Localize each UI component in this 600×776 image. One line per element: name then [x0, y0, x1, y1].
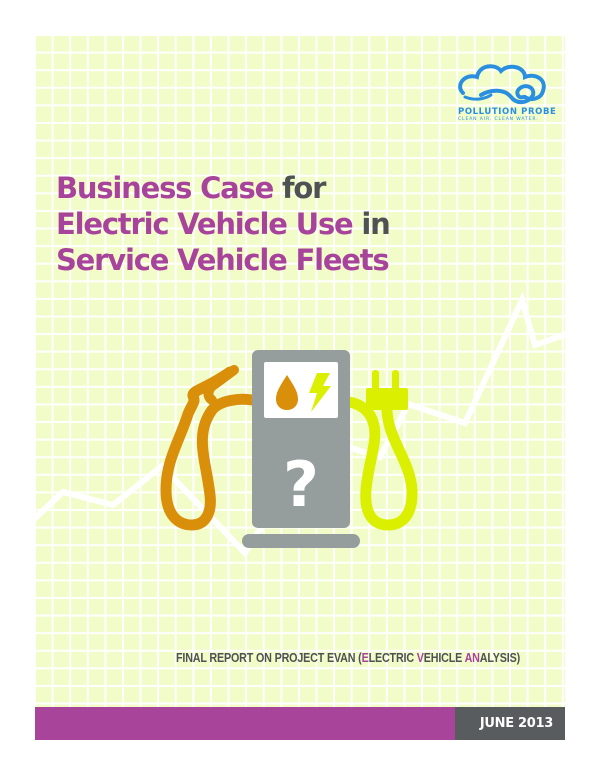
- title-line2-plain: in: [352, 207, 390, 241]
- report-subtitle: FINAL REPORT ON PROJECT EVAN (ELECTRIC V…: [176, 651, 520, 665]
- title-line1-plain: for: [273, 171, 326, 205]
- subtitle-text: FINAL REPORT ON PROJECT EVAN (: [176, 651, 362, 665]
- question-mark: ?: [283, 448, 319, 521]
- report-date: JUNE 2013: [455, 707, 565, 740]
- title-line1-highlight: Business Case: [56, 171, 274, 205]
- title-line3-highlight: Service Vehicle Fleets: [56, 243, 390, 277]
- lightning-bolt-icon: [309, 373, 331, 412]
- pump-base: [242, 534, 360, 548]
- footer-accent-bar: [35, 707, 455, 740]
- subtitle-accent: E: [361, 651, 369, 665]
- electric-plug-icon: [340, 370, 418, 531]
- logo-name: POLLUTION PROBE: [458, 107, 557, 117]
- gas-nozzle-icon: [160, 365, 258, 531]
- fuel-pump-illustration: ?: [160, 350, 418, 548]
- fuel-drop-icon: [276, 375, 298, 410]
- pollution-probe-logo-icon: [458, 64, 546, 104]
- subtitle-accent: V: [416, 651, 424, 665]
- subtitle-text: LECTRIC: [368, 651, 417, 665]
- trend-line-graphic: [35, 291, 565, 558]
- logo-tagline: CLEAN AIR. CLEAN WATER.: [458, 117, 539, 122]
- report-title: Business Case for Electric Vehicle Use i…: [56, 170, 391, 278]
- subtitle-text: EHICLE: [423, 651, 465, 665]
- title-line2-highlight: Electric Vehicle Use: [56, 207, 354, 241]
- subtitle-text: ALYSIS): [479, 651, 520, 665]
- subtitle-accent: AN: [464, 651, 480, 665]
